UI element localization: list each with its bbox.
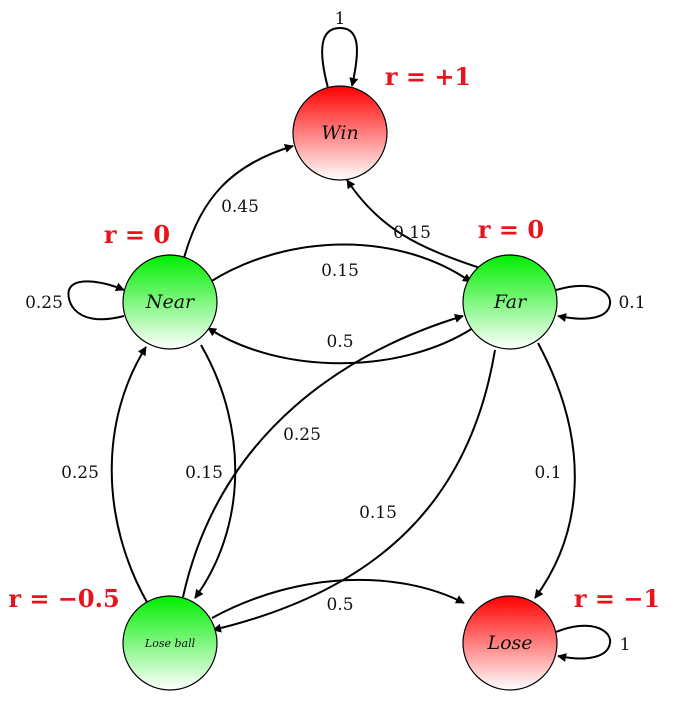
edge-far-lose [534, 342, 576, 599]
state-lose: Lose [462, 595, 558, 691]
edge-near-far [209, 243, 472, 283]
edge-near-win [183, 144, 294, 259]
edge-near-near [67, 280, 125, 321]
prob-win-win: 1 [335, 9, 346, 29]
prob-far-loseball: 0.15 [359, 503, 397, 523]
reward-near: r = 0 [104, 220, 170, 249]
prob-near-win: 0.45 [221, 197, 259, 217]
prob-far-win: 0.15 [393, 223, 431, 243]
prob-far-lose: 0.1 [534, 463, 561, 483]
state-lose-ball-label: Lose ball [144, 637, 196, 650]
state-lose-label: Lose [486, 632, 532, 654]
reward-win: r = +1 [385, 62, 471, 91]
prob-loseball-lose: 0.5 [326, 595, 353, 615]
edge-loseball-near [110, 346, 149, 605]
edge-loseball-lose [211, 578, 465, 619]
edge-far-far [555, 285, 612, 322]
prob-far-far: 0.1 [618, 293, 645, 313]
prob-loseball-far: 0.25 [283, 425, 321, 445]
state-lose-ball: Lose ball [122, 595, 218, 691]
state-far-label: Far [493, 291, 528, 313]
state-far: Far [462, 254, 558, 350]
prob-near-near: 0.25 [25, 293, 63, 313]
state-near-label: Near [145, 291, 196, 313]
edge-far-near [207, 327, 474, 365]
probability-labels: 1 0.45 0.15 0.15 0.25 0.1 0.5 0.25 0.25 … [25, 9, 645, 655]
edge-far-win [346, 179, 481, 269]
state-nodes: Win Near Far Lose ball Lose [122, 85, 558, 691]
prob-near-far: 0.15 [321, 261, 359, 281]
prob-near-loseball: 0.15 [185, 463, 223, 483]
state-win: Win [292, 85, 388, 181]
reward-lose-ball: r = −0.5 [8, 584, 119, 613]
transition-edges [67, 26, 612, 662]
prob-loseball-near: 0.25 [61, 463, 99, 483]
edge-win-win [321, 26, 359, 89]
state-win-label: Win [321, 122, 359, 144]
prob-far-near: 0.5 [326, 332, 353, 352]
edge-loseball-far [182, 314, 464, 598]
state-near: Near [122, 254, 218, 350]
reward-far: r = 0 [478, 215, 544, 244]
reward-lose: r = −1 [574, 584, 660, 613]
edge-lose-lose [555, 624, 612, 662]
prob-lose-lose: 1 [620, 635, 631, 655]
reward-labels: r = +1 r = 0 r = 0 r = −0.5 r = −1 [8, 62, 660, 613]
edge-far-loseball [212, 349, 496, 633]
edge-near-loseball [194, 344, 237, 599]
